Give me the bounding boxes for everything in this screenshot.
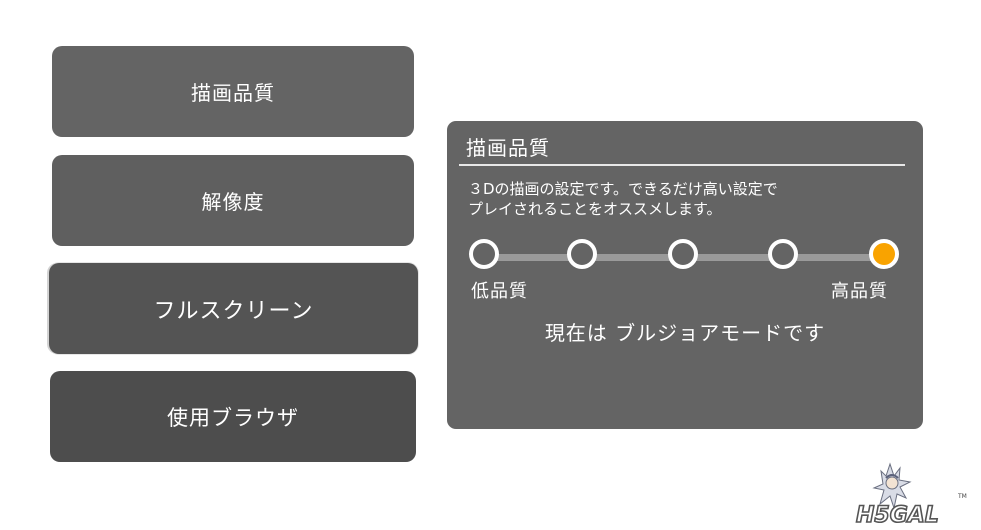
h5gal-logo-icon: H5GAL TM [855,462,967,526]
quality-detail-panel: 描画品質 ３Dの描画の設定です。できるだけ高い設定で プレイされることをオススメ… [447,121,923,429]
quality-slider[interactable] [465,238,910,278]
menu-resolution-label: 解像度 [201,190,265,214]
quality-level-2[interactable] [567,239,597,269]
current-mode-status: 現在は ブルジョアモードです [544,321,826,345]
panel-description: ３Dの描画の設定です。できるだけ高い設定で プレイされることをオススメします。 [468,180,778,218]
panel-divider [459,164,905,166]
low-quality-label: 低品質 [471,281,528,302]
menu-quality-button[interactable]: 描画品質 [52,46,414,137]
quality-level-3[interactable] [668,239,698,269]
menu-quality-label: 描画品質 [191,81,275,105]
logo-tm: TM [957,493,967,500]
menu-browser-button[interactable]: 使用ブラウザ [50,371,416,462]
menu-fullscreen-label: フルスクリーン [153,298,314,324]
quality-level-1[interactable] [469,239,499,269]
quality-level-4[interactable] [768,239,798,269]
logo-text: H5GAL [856,503,939,526]
menu-browser-label: 使用ブラウザ [167,405,299,430]
panel-title: 描画品質 [466,136,550,160]
menu-fullscreen-button[interactable]: フルスクリーン [49,263,418,354]
menu-resolution-button[interactable]: 解像度 [52,155,414,246]
quality-level-5[interactable] [869,239,899,269]
high-quality-label: 高品質 [831,281,888,302]
